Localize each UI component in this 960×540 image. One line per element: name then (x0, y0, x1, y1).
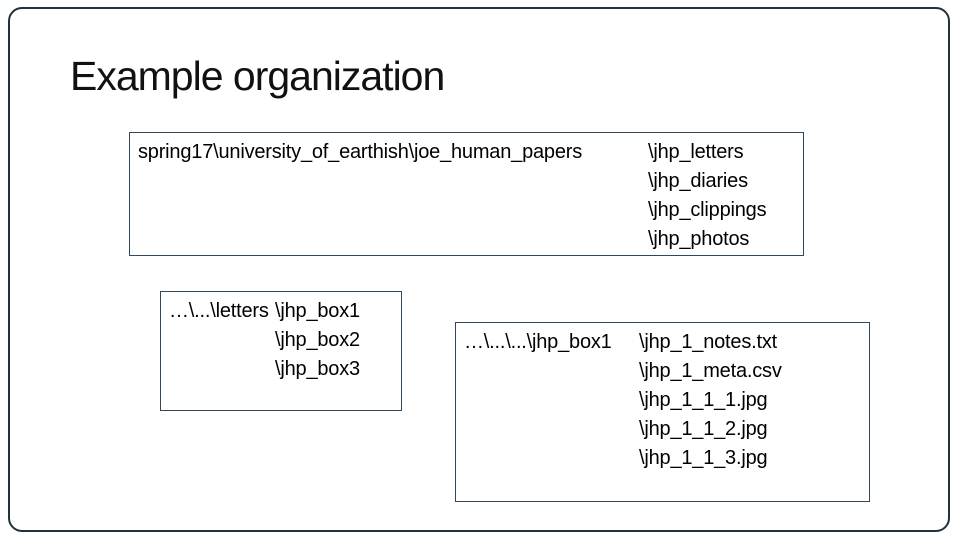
path-line: \jhp_photos (138, 225, 795, 254)
path-item: \jhp_1_1_1.jpg (639, 389, 768, 411)
path-item: \jhp_diaries (648, 170, 748, 192)
path-prefix-spacer (464, 444, 639, 473)
path-item: \jhp_box1 (275, 300, 360, 322)
path-box-root-folders: spring17\university_of_earthish\joe_huma… (129, 132, 804, 256)
path-line: \jhp_1_meta.csv (464, 357, 861, 386)
path-prefix-spacer (169, 355, 275, 384)
path-item: \jhp_box3 (275, 358, 360, 380)
path-prefix-spacer (138, 167, 648, 196)
path-line: \jhp_box3 (169, 355, 393, 384)
path-line: \jhp_1_1_1.jpg (464, 386, 861, 415)
path-line: \jhp_1_1_3.jpg (464, 444, 861, 473)
path-line: …\...\...\jhp_box1 \jhp_1_notes.txt (464, 328, 861, 357)
path-prefix-spacer (464, 415, 639, 444)
slide-title: Example organization (70, 53, 445, 99)
path-item: \jhp_box2 (275, 329, 360, 351)
path-prefix-spacer (138, 196, 648, 225)
path-box-letters-subfolders: …\...\letters \jhp_box1 \jhp_box2 \jhp_bo… (160, 291, 402, 411)
path-prefix-spacer (138, 225, 648, 254)
path-prefix-spacer (464, 386, 639, 415)
path-line: \jhp_diaries (138, 167, 795, 196)
path-item: \jhp_1_1_3.jpg (639, 447, 768, 469)
path-prefix: spring17\university_of_earthish\joe_huma… (138, 141, 583, 163)
path-item: \jhp_clippings (648, 199, 767, 221)
path-line: \jhp_1_1_2.jpg (464, 415, 861, 444)
path-prefix: …\...\...\jhp_box1 (464, 331, 612, 353)
path-line: \jhp_box2 (169, 326, 393, 355)
path-prefix-spacer (169, 326, 275, 355)
path-prefix-spacer (464, 357, 639, 386)
path-item: \jhp_1_1_2.jpg (639, 418, 768, 440)
path-line: spring17\university_of_earthish\joe_huma… (138, 138, 795, 167)
path-line: \jhp_clippings (138, 196, 795, 225)
path-item: \jhp_1_meta.csv (639, 360, 782, 382)
path-box-box1-files: …\...\...\jhp_box1 \jhp_1_notes.txt \jhp_… (455, 322, 870, 502)
path-prefix: …\...\letters (169, 300, 269, 322)
path-item: \jhp_1_notes.txt (639, 331, 778, 353)
path-line: …\...\letters \jhp_box1 (169, 297, 393, 326)
path-item: \jhp_photos (648, 228, 750, 250)
path-item: \jhp_letters (648, 141, 744, 163)
